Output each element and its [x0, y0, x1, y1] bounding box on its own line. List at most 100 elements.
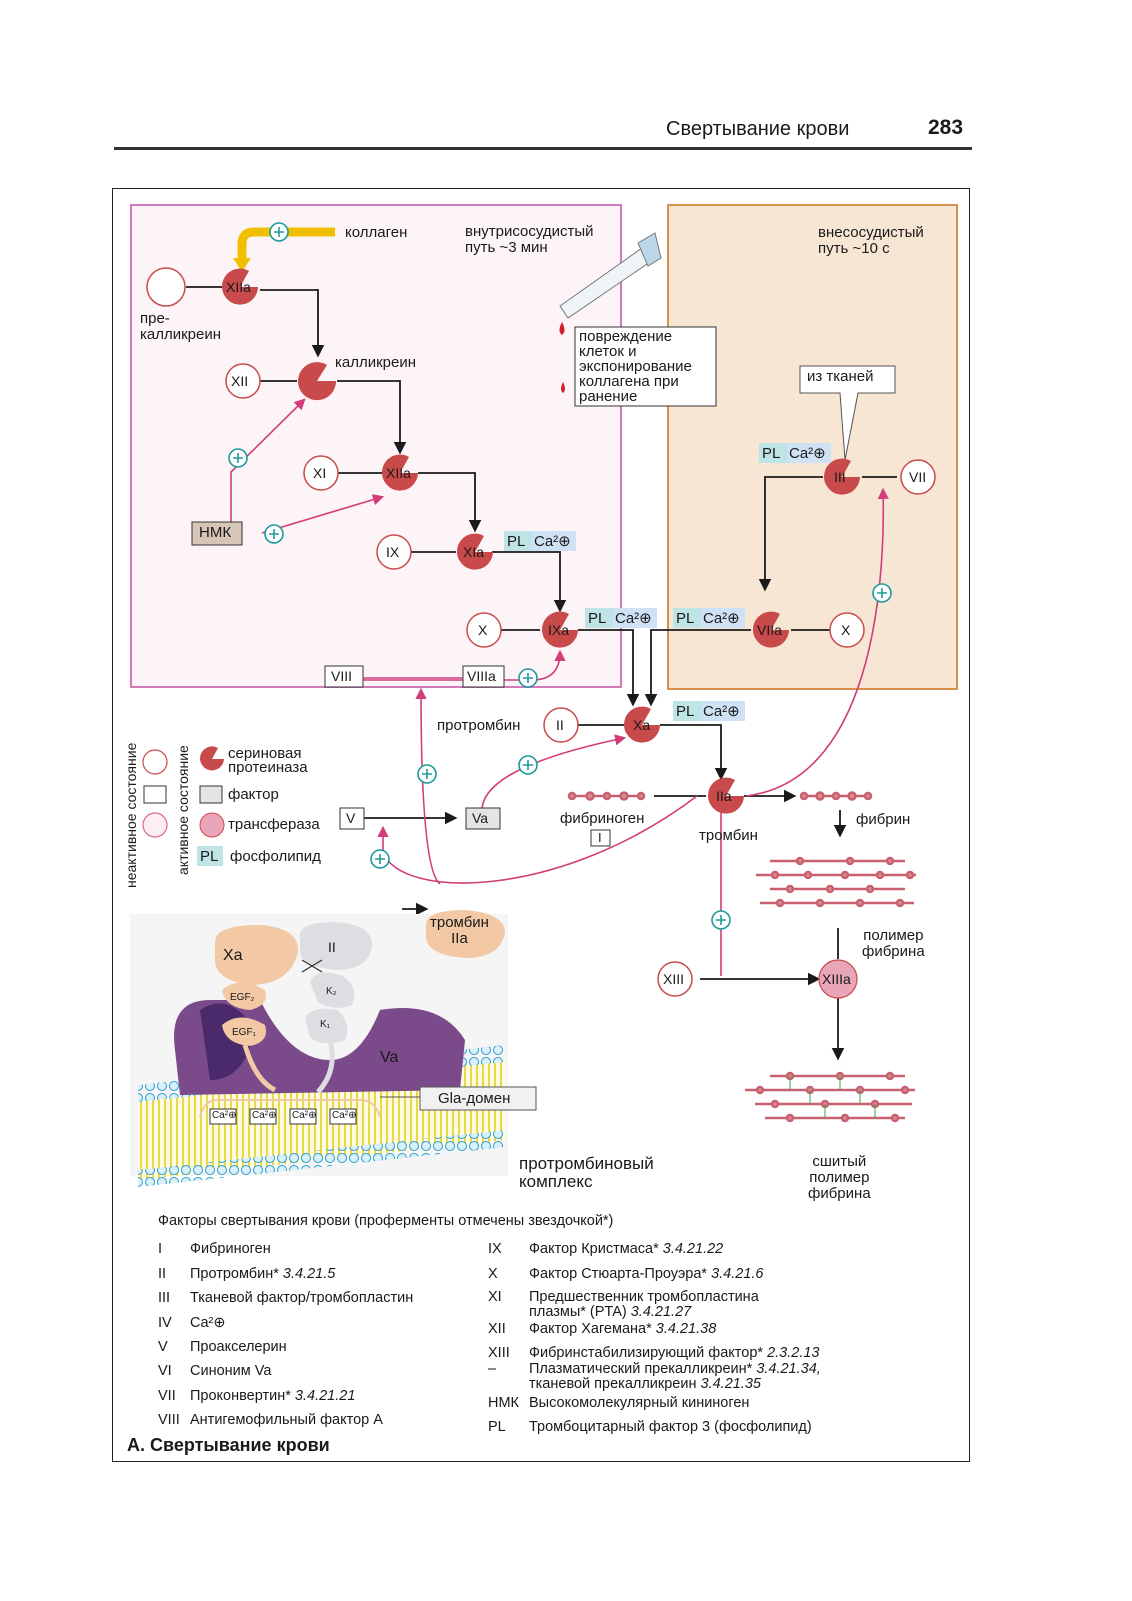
ca-tag: Ca²⊕ [534, 533, 571, 550]
complex-ca: Ca²⊕ [292, 1110, 317, 1121]
fibrin-monomer [799, 791, 873, 801]
node-V: V [346, 810, 356, 826]
ca-tag: Ca²⊕ [703, 610, 740, 627]
prekallikrein-label: пре- калликреин [140, 310, 222, 343]
section-title: Свертывание крови [666, 118, 850, 140]
inactive-factor-nodes [146, 267, 936, 997]
thrombin-label: тромбин [699, 827, 758, 844]
pl-tag: PL [588, 610, 607, 627]
complex-ca: Ca²⊕ [212, 1110, 237, 1121]
legend-inactive-label: неактивное состояние [123, 742, 139, 888]
legend-factor-box [199, 785, 223, 804]
factor-number: II [158, 1266, 167, 1282]
node-IX: IX [386, 544, 400, 560]
factor-name: Протромбин* 3.4.21.5 [190, 1266, 336, 1282]
factor-number: НМК [488, 1395, 519, 1411]
complex-thrombin: тромбин IIa [430, 914, 489, 947]
legend-inactive-transferase [142, 812, 168, 838]
collagen-label: коллаген [345, 224, 408, 241]
factor-number: VIII [158, 1412, 180, 1428]
figure-caption: А. Свертывание крови [127, 1435, 330, 1455]
complex-II: II [328, 939, 336, 955]
injury-note-box [574, 326, 717, 407]
node-Xa: Xa [633, 717, 651, 733]
factor-number: VII [158, 1388, 176, 1404]
ca-tag: Ca²⊕ [615, 610, 652, 627]
factor-name: Фибринстабилизирующий фактор* 2.3.2.13 [529, 1345, 820, 1361]
fibrin-label: фибрин [856, 811, 911, 828]
collagen-arrow [237, 227, 335, 262]
node-VII: VII [909, 469, 927, 485]
pl-tag: PL [507, 533, 526, 550]
complex-Xa: Xa [223, 947, 243, 964]
complex-ca: Ca²⊕ [332, 1110, 357, 1121]
node-IIa: IIa [716, 788, 732, 804]
cofactor-tags [197, 443, 831, 866]
figure-frame [112, 188, 970, 1462]
node-HMK: НМК [199, 524, 232, 541]
complex-EGF2: EGF₂ [230, 992, 255, 1003]
fibrin-polymer [756, 856, 916, 908]
fibrin-polymer-label: полимер фибрина [862, 927, 925, 960]
factor-name: Тканевой фактор/тромбопластин [190, 1290, 414, 1306]
fibrinogen-label: фибриноген [560, 810, 645, 827]
pl-tag: PL [676, 703, 695, 720]
factor-name: Высокомолекулярный кининоген [529, 1395, 750, 1411]
prothrombinase-label: протромбиновый комплекс [519, 1154, 654, 1191]
prothrombin-label: протромбин [437, 717, 521, 734]
from-tissue-callout [799, 365, 896, 461]
node-X-2: X [841, 622, 851, 638]
blood-drop-icon [559, 322, 565, 335]
complex-Va: Va [380, 1049, 399, 1066]
from-tissue-label: из тканей [807, 368, 874, 385]
legend-pl-tag: PL [200, 848, 219, 865]
node-VIII: VIII [331, 668, 353, 684]
complex-ca: Ca²⊕ [252, 1110, 277, 1121]
legend-transferase-icon [199, 812, 225, 838]
factor-name: Фактор Хагемана* 3.4.21.38 [529, 1321, 717, 1337]
factor-name: Фактор Стюарта-Проуэра* 3.4.21.6 [529, 1266, 764, 1282]
node-II: II [556, 717, 564, 733]
intrinsic-region [130, 204, 622, 688]
node-VIIIa: VIIIa [467, 668, 496, 684]
factor-name: Проакселерин [190, 1339, 287, 1355]
ca-tag: Ca²⊕ [789, 445, 826, 462]
complex-K2: K₂ [326, 986, 337, 997]
factor-number: IV [158, 1315, 172, 1331]
node-XIIa-2: XIIa [386, 465, 411, 481]
ca-tag: Ca²⊕ [703, 703, 740, 720]
factor-number: XIII [488, 1345, 510, 1361]
factor-name: Плазматический прекалликреин* 3.4.21.34,… [529, 1361, 821, 1393]
factor-number: – [488, 1361, 497, 1377]
crosslinked-label: сшитый полимер фибрина [808, 1153, 871, 1202]
factor-number: V [158, 1339, 168, 1355]
factor-name: Фибриноген [190, 1241, 271, 1257]
factor-boxes [191, 521, 611, 847]
blood-drop-icon [561, 382, 565, 393]
node-XIa: XIa [463, 544, 485, 560]
node-XI: XI [313, 465, 327, 481]
header-rule [114, 147, 972, 150]
injury-note: повреждение клеток и экспонирование колл… [579, 328, 692, 405]
complex-K1: K₁ [320, 1019, 331, 1030]
pl-tag: PL [676, 610, 695, 627]
legend-serine-icon [200, 746, 224, 771]
legend-serine-label: сериновая протеиназа [228, 745, 308, 777]
node-IXa: IXa [548, 622, 570, 638]
factor-name: Предшественник тромбопластина плазмы* (P… [529, 1289, 759, 1321]
legend-phospholipid-label: фосфолипид [230, 848, 321, 865]
crosslinked-fibrin [745, 1071, 915, 1123]
extrinsic-path-label: внесосудистый путь ~10 с [818, 224, 924, 257]
complex-EGF1: EGF₁ [232, 1027, 256, 1038]
factors-title: Факторы свертывания крови (проферменты о… [158, 1213, 614, 1229]
factor-number: X [488, 1266, 498, 1282]
legend-inactive-box [143, 785, 167, 804]
fibrinogen-chain [567, 791, 646, 801]
node-XIII: XIII [663, 971, 685, 987]
pl-tag: PL [762, 445, 781, 462]
node-XIIa: XIIa [226, 279, 251, 295]
factor-number: III [158, 1290, 171, 1306]
node-X: X [478, 622, 488, 638]
node-XIIIa: XIIIa [822, 971, 851, 987]
